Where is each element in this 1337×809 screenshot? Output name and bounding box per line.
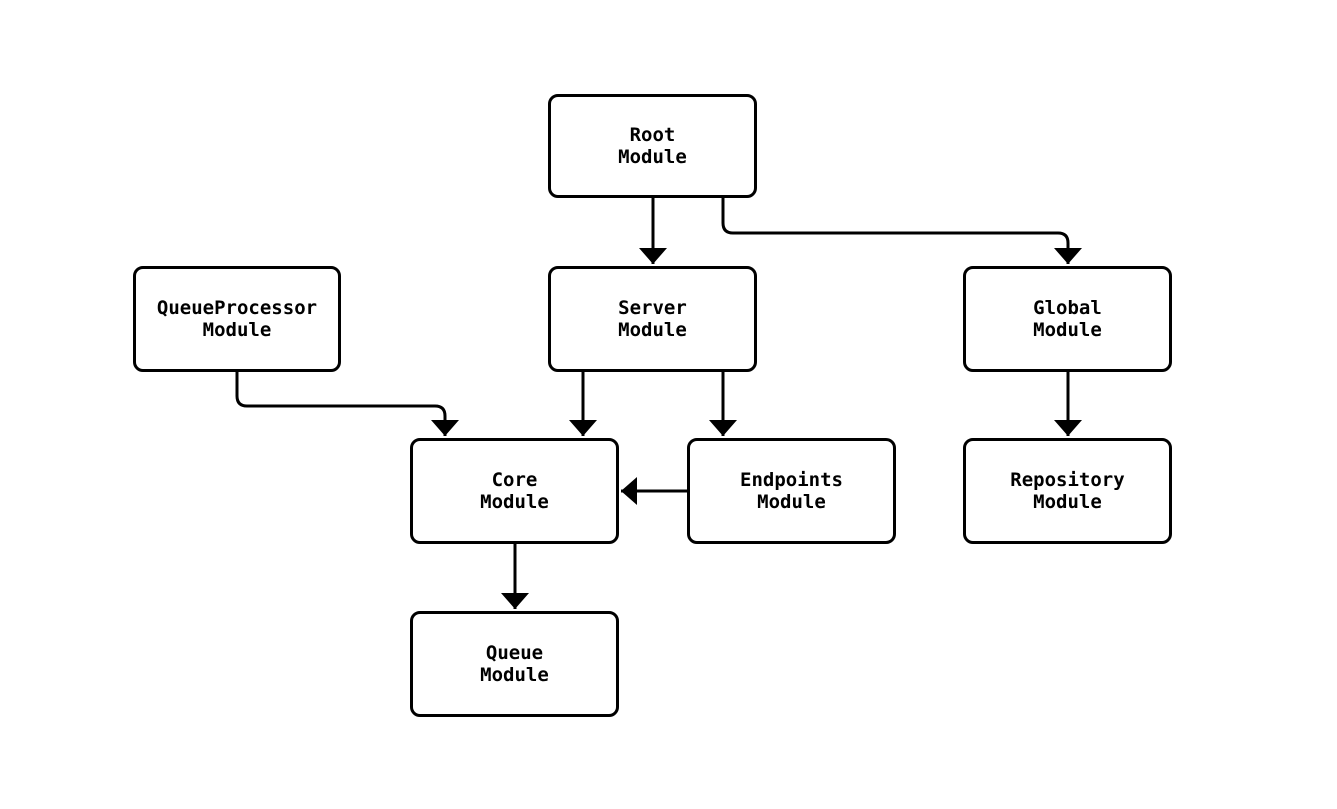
node-root-module: Root Module [548,94,757,198]
node-repository-module: Repository Module [963,438,1172,544]
node-server-module-label: Server Module [618,297,687,341]
node-core-module-label: Core Module [480,469,549,513]
node-queue-module-label: Queue Module [480,642,549,686]
edge-root-to-global [721,198,1082,264]
node-server-module: Server Module [548,266,757,372]
node-global-module-label: Global Module [1033,297,1102,341]
node-endpoints-module-label: Endpoints Module [740,469,843,513]
node-root-module-label: Root Module [618,124,687,168]
node-queueprocessor-module-label: QueueProcessor Module [156,297,318,341]
node-endpoints-module: Endpoints Module [687,438,896,544]
node-queueprocessor-module: QueueProcessor Module [133,266,341,372]
node-queue-module: Queue Module [410,611,619,717]
node-core-module: Core Module [410,438,619,544]
node-repository-module-label: Repository Module [1010,469,1125,513]
edge-queueprocessor-to-core [235,372,459,436]
node-global-module: Global Module [963,266,1172,372]
